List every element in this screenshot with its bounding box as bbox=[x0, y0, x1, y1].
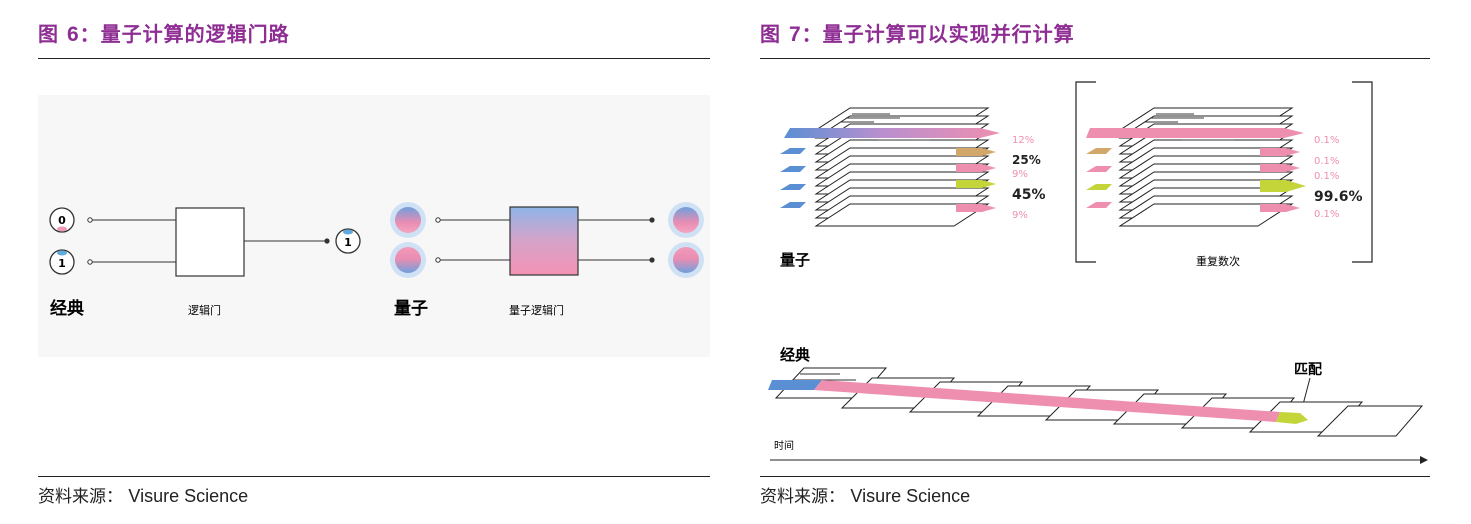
quantum-output-node-top bbox=[649, 217, 655, 223]
quantum-percent-3: 9% bbox=[1012, 169, 1028, 180]
repeat-percent-3: 0.1% bbox=[1314, 171, 1339, 182]
quantum-main-beam bbox=[784, 128, 1000, 138]
repeat-bracket bbox=[1075, 81, 1373, 263]
repeat-percent-1: 0.1% bbox=[1314, 135, 1339, 146]
classical-wires bbox=[87, 217, 325, 265]
repeat-percent-5: 0.1% bbox=[1314, 209, 1339, 220]
figure-6-panel: 图 6：量子计算的逻辑门路 bbox=[38, 0, 710, 524]
classical-input-one: 1 bbox=[49, 249, 75, 275]
classical-output-one: 1 bbox=[335, 228, 361, 254]
label-classical: 经典 bbox=[50, 298, 84, 319]
figure-7-diagram: 12% 25% 9% 45% 9% 量子 bbox=[768, 81, 1428, 464]
quantum-output-top bbox=[668, 202, 704, 238]
repeat-percent-4: 99.6% bbox=[1314, 189, 1363, 205]
figure-6-source: 资料来源： Visure Science bbox=[38, 486, 249, 507]
figure-6-title: 图 6：量子计算的逻辑门路 bbox=[38, 22, 290, 46]
repeat-percent-2: 0.1% bbox=[1314, 156, 1339, 167]
figure-6-background bbox=[38, 95, 710, 357]
quantum-output-arrows bbox=[956, 148, 996, 212]
svg-text:1: 1 bbox=[58, 257, 66, 270]
quantum-sheet-text-lines bbox=[840, 113, 930, 141]
figure-6-diagram: 0 1 1 经典 逻辑门 bbox=[38, 95, 710, 357]
figure-7-bottom-rule bbox=[760, 476, 1430, 477]
classical-input-zero: 0 bbox=[49, 207, 75, 233]
classical-search-beam bbox=[814, 380, 1280, 422]
label-repeat: 重复数次 bbox=[1196, 254, 1240, 268]
repeat-output-arrows bbox=[1260, 148, 1306, 212]
svg-text:1: 1 bbox=[344, 236, 352, 249]
quantum-input-top bbox=[390, 202, 426, 238]
quantum-percent-5: 9% bbox=[1012, 210, 1028, 221]
quantum-logic-gate-box bbox=[509, 206, 579, 276]
quantum-output-node-bottom bbox=[649, 257, 655, 263]
quantum-wires bbox=[435, 217, 650, 263]
quantum-percent-2: 25% bbox=[1012, 153, 1041, 167]
classical-start-beam bbox=[768, 380, 822, 390]
figure-7-top-rule bbox=[760, 58, 1430, 59]
label-classical-7: 经典 bbox=[780, 346, 810, 364]
label-match: 匹配 bbox=[1294, 362, 1322, 378]
label-quantum: 量子 bbox=[394, 298, 428, 319]
label-quantum-gate: 量子逻辑门 bbox=[509, 303, 564, 317]
logic-gate-box bbox=[175, 207, 245, 277]
classical-match-arrow bbox=[1276, 412, 1308, 424]
repeat-input-stubs bbox=[1086, 148, 1112, 208]
quantum-input-bottom bbox=[390, 242, 426, 278]
label-quantum-7: 量子 bbox=[780, 251, 810, 269]
quantum-input-stubs bbox=[780, 148, 806, 208]
quantum-output-bottom bbox=[668, 242, 704, 278]
figure-7-panel: 图 7：量子计算可以实现并行计算 bbox=[760, 0, 1430, 524]
figure-6-top-rule bbox=[38, 58, 710, 59]
svg-text:0: 0 bbox=[58, 214, 66, 227]
repeat-main-beam bbox=[1086, 128, 1304, 138]
label-logic-gate: 逻辑门 bbox=[188, 303, 221, 317]
repeat-sheet-text-lines bbox=[1144, 113, 1234, 141]
output-node bbox=[324, 238, 330, 244]
label-time: 时间 bbox=[774, 439, 794, 452]
quantum-percent-4: 45% bbox=[1012, 187, 1046, 203]
figure-6-bottom-rule bbox=[38, 476, 710, 477]
figure-7-title: 图 7：量子计算可以实现并行计算 bbox=[760, 22, 1075, 46]
quantum-percent-1: 12% bbox=[1012, 135, 1034, 146]
figure-7-source: 资料来源： Visure Science bbox=[760, 486, 971, 507]
time-axis-arrowhead bbox=[1420, 456, 1428, 464]
